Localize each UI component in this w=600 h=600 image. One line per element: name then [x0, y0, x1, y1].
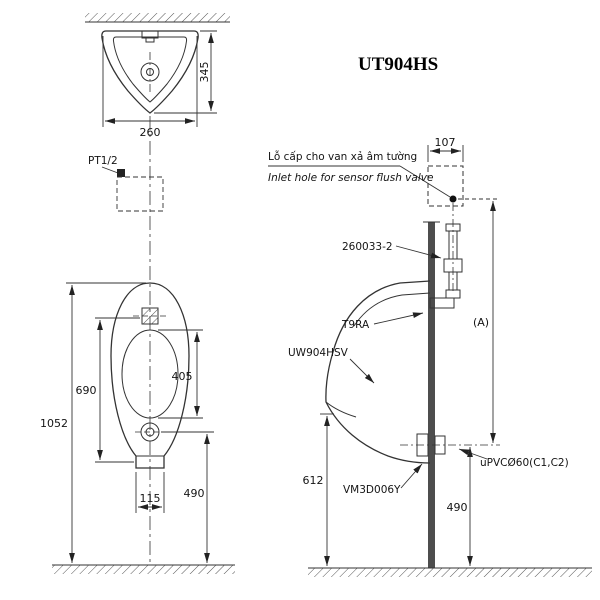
dim-width-value: 260 [140, 126, 161, 139]
dim-depth-value: 345 [198, 62, 211, 83]
dim-drain-height-value: 490 [184, 487, 205, 500]
inlet-hole [449, 195, 457, 203]
front-view [110, 116, 190, 562]
dim-outlet-height-value: 490 [447, 501, 468, 514]
dim-inlet-offset-107: 107 [427, 136, 464, 162]
dim-mid-height-690: 690 [76, 317, 140, 463]
dim-total-height-1052: 1052 [40, 282, 146, 563]
dim-outlet-width-value: 115 [140, 492, 161, 505]
dim-depth-345: 345 [154, 30, 217, 114]
thread-port-marker [117, 169, 125, 177]
label-valve-part: 260033-2 [342, 241, 442, 259]
label-outlet-part: VM3D006Y [343, 463, 423, 496]
label-spud-part: T9RA [341, 312, 424, 331]
floor-left [52, 564, 235, 574]
label-body-part: UW904HSV [288, 347, 375, 384]
valve-part-label: 260033-2 [342, 241, 393, 253]
dim-outlet-width-115: 115 [135, 472, 165, 513]
outlet-pipe [434, 435, 446, 455]
inlet-label-en: Inlet hole for sensor flush valve [268, 172, 433, 184]
dim-lip-height-value: 612 [303, 474, 324, 487]
dim-total-height-value: 1052 [40, 417, 68, 430]
floor-right [308, 567, 592, 577]
dim-A-value: (A) [473, 316, 489, 329]
drain-pipe-label: uPVCØ60(C1,C2) [480, 457, 569, 469]
dim-opening-value: 405 [172, 370, 193, 383]
inlet-label-vi: Lỗ cấp cho van xả âm tường [268, 150, 417, 163]
bowl-opening [121, 329, 179, 419]
spud-part-label: T9RA [341, 319, 370, 331]
urinal-body-front [110, 282, 190, 469]
dim-inlet-offset-value: 107 [435, 136, 456, 149]
thread-label: PT1/2 [88, 155, 118, 167]
outlet-part-label: VM3D006Y [343, 484, 401, 496]
inwall-valve-box [427, 165, 464, 207]
urinal-body-side [325, 280, 431, 464]
thread-detail: PT1/2 [88, 155, 164, 212]
top-view [101, 30, 199, 114]
wall [428, 222, 435, 568]
body-part-label: UW904HSV [288, 347, 349, 359]
label-inlet-hole: Lỗ cấp cho van xả âm tường Inlet hole fo… [268, 150, 451, 198]
dim-mid-height-value: 690 [76, 384, 97, 397]
dim-lip-height-612: 612 [303, 413, 334, 566]
spud-connector [429, 297, 455, 309]
drawing-title: UT904HS [358, 54, 438, 75]
side-view [325, 165, 500, 568]
dim-outlet-height-490: 490 [447, 447, 473, 566]
dim-A: (A) [458, 198, 500, 443]
dim-opening-405: 405 [158, 329, 203, 419]
inwall-box-front [116, 176, 164, 212]
dim-drain-height-490: 490 [161, 431, 214, 563]
ceiling-hatch [85, 13, 230, 23]
outlet-flange [416, 433, 429, 457]
label-drain-pipe: uPVCØ60(C1,C2) [458, 448, 569, 469]
